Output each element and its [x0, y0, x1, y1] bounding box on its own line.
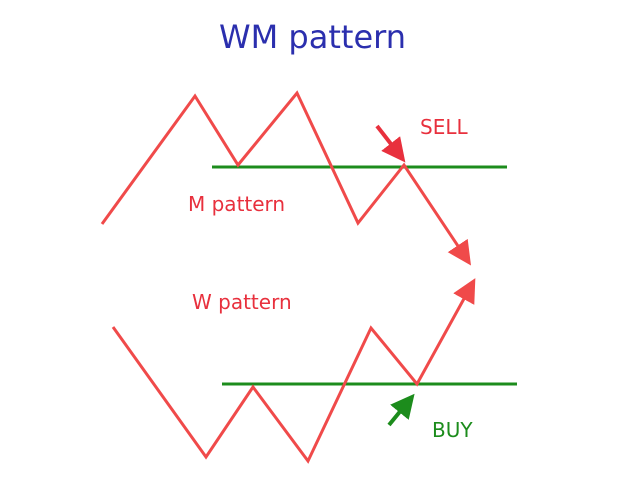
sell-label: SELL — [420, 115, 468, 139]
diagram-title: WM pattern — [219, 18, 406, 56]
buy-arrow — [387, 393, 415, 427]
buy-label: BUY — [432, 418, 473, 442]
sell-arrow — [375, 124, 406, 163]
m-pattern-price-line — [100, 90, 471, 266]
w-pattern-label: W pattern — [192, 290, 292, 314]
m-pattern-label: M pattern — [188, 192, 286, 216]
w-pattern-price-line — [111, 278, 476, 464]
